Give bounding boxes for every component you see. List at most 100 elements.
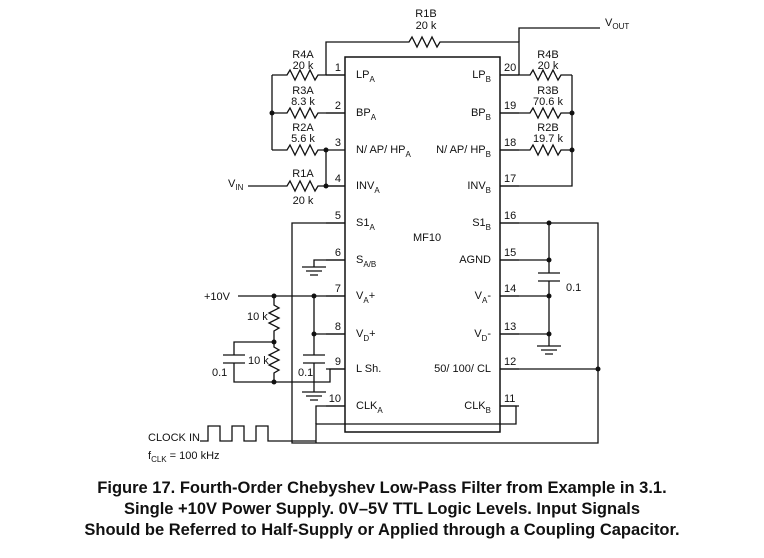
pin-number: 8 bbox=[335, 321, 341, 333]
pin-number: 5 bbox=[335, 210, 341, 222]
supply-label: +10V bbox=[204, 291, 231, 303]
divider-resistor-bottom bbox=[267, 342, 281, 382]
chip-label: MF10 bbox=[413, 232, 441, 244]
s1b-wire bbox=[500, 222, 599, 434]
right-cap-value: 0.1 bbox=[566, 282, 581, 294]
pin-number: 7 bbox=[335, 283, 341, 295]
right-ladder-bus bbox=[500, 75, 573, 187]
pin-label: L Sh. bbox=[356, 363, 381, 375]
pin-label: VA- bbox=[475, 290, 492, 305]
junction-dot bbox=[569, 110, 575, 116]
pin-label: INVB bbox=[467, 180, 491, 195]
r4a-resistor bbox=[272, 68, 345, 82]
pin-number: 9 bbox=[335, 356, 341, 368]
pin-number: 3 bbox=[335, 137, 341, 149]
sab-wire bbox=[313, 259, 345, 267]
pin-number: 10 bbox=[329, 393, 341, 405]
r4b-name: R4B bbox=[537, 49, 558, 61]
lsh-bias-wire bbox=[233, 363, 345, 383]
pin-label: VA+ bbox=[356, 290, 375, 305]
junction-dot bbox=[323, 147, 329, 153]
r1b-name: R1B bbox=[415, 8, 436, 20]
pin-number: 12 bbox=[504, 356, 516, 368]
pin-number: 4 bbox=[335, 173, 341, 185]
left-capacitor bbox=[223, 354, 245, 364]
clk-wire bbox=[315, 405, 517, 443]
junction-dot bbox=[546, 257, 552, 263]
r3b-name: R3B bbox=[537, 85, 558, 97]
r4a-value: 20 k bbox=[293, 60, 314, 72]
pin-label: LPA bbox=[356, 69, 375, 84]
pin-label: CLKB bbox=[464, 400, 491, 415]
right-capacitor bbox=[538, 272, 560, 282]
figure-caption: Figure 17. Fourth-Order Chebyshev Low-Pa… bbox=[0, 478, 764, 541]
pin-label: VD- bbox=[474, 328, 491, 343]
junction-dot bbox=[546, 293, 552, 299]
pin-label: S1B bbox=[472, 217, 491, 232]
r1a-resistor bbox=[248, 179, 345, 193]
ground-icon bbox=[302, 391, 326, 401]
r1a-name: R1A bbox=[292, 168, 314, 180]
pin-number: 6 bbox=[335, 247, 341, 259]
mid-capacitor bbox=[303, 354, 325, 364]
vout-wire bbox=[518, 27, 600, 42]
clka-stub bbox=[315, 405, 345, 424]
junction-dot bbox=[546, 331, 552, 337]
pin-label: N/ AP/ HPB bbox=[436, 144, 491, 159]
caption-line: Should be Referred to Half-Supply or App… bbox=[84, 521, 680, 539]
ground-icon bbox=[302, 266, 326, 276]
pin-number: 1 bbox=[335, 62, 341, 74]
divider-resistor-top bbox=[267, 296, 281, 342]
fclk-label: fCLK = 100 kHz bbox=[148, 450, 220, 464]
r3b-value: 70.6 k bbox=[533, 96, 563, 108]
pin-number: 18 bbox=[504, 137, 516, 149]
pin-label: BPB bbox=[471, 107, 491, 122]
r1a-value: 20 k bbox=[293, 195, 314, 207]
pin-number: 16 bbox=[504, 210, 516, 222]
pin-label: INVA bbox=[356, 180, 380, 195]
rdiv-bot-value: 10 k bbox=[248, 355, 269, 367]
caption-line: Figure 17. Fourth-Order Chebyshev Low-Pa… bbox=[97, 479, 667, 497]
rdiv-top-value: 10 k bbox=[247, 311, 268, 323]
left-cap-value: 0.1 bbox=[212, 367, 227, 379]
caption-line: Single +10V Power Supply. 0V–5V TTL Logi… bbox=[123, 500, 641, 518]
r2b-value: 19.7 k bbox=[533, 133, 563, 145]
clock-in-label: CLOCK IN bbox=[148, 432, 200, 444]
pin-number: 17 bbox=[504, 173, 516, 185]
pin-label: 50/ 100/ CL bbox=[434, 363, 491, 375]
vout-label: VOUT bbox=[605, 17, 629, 31]
pin-number: 11 bbox=[504, 393, 515, 405]
r3a-value: 8.3 k bbox=[291, 96, 315, 108]
pin-label: S1A bbox=[356, 217, 375, 232]
pin-number: 15 bbox=[504, 247, 516, 259]
mid-cap-value: 0.1 bbox=[298, 367, 313, 379]
r4a-name: R4A bbox=[292, 49, 314, 61]
pin-label: CLKA bbox=[356, 400, 383, 415]
ground-icon bbox=[537, 345, 561, 355]
r4b-value: 20 k bbox=[538, 60, 559, 72]
r2a-resistor bbox=[272, 143, 326, 157]
pin-number: 2 bbox=[335, 100, 341, 112]
r2b-resistor bbox=[500, 143, 572, 157]
pin-label: LPB bbox=[472, 69, 491, 84]
junction-dot bbox=[271, 379, 277, 385]
pin-label: BPA bbox=[356, 107, 377, 122]
pin-label: SA/B bbox=[356, 254, 376, 269]
s1a-loop-wire bbox=[291, 222, 599, 444]
r2a-name: R2A bbox=[292, 122, 314, 134]
junction-dot bbox=[269, 110, 275, 116]
pin-label: N/ AP/ HPA bbox=[356, 144, 412, 159]
pin-number: 20 bbox=[504, 62, 516, 74]
mf10-chip-body bbox=[344, 56, 501, 433]
junction-dot bbox=[595, 366, 601, 372]
pin-number: 14 bbox=[504, 283, 516, 295]
pin-number: 13 bbox=[504, 321, 516, 333]
r3a-resistor bbox=[272, 106, 345, 120]
pin-number: 19 bbox=[504, 100, 516, 112]
r2a-value: 5.6 k bbox=[291, 133, 315, 145]
clock-square-wave bbox=[200, 425, 316, 442]
pin-label: VD+ bbox=[356, 328, 376, 343]
